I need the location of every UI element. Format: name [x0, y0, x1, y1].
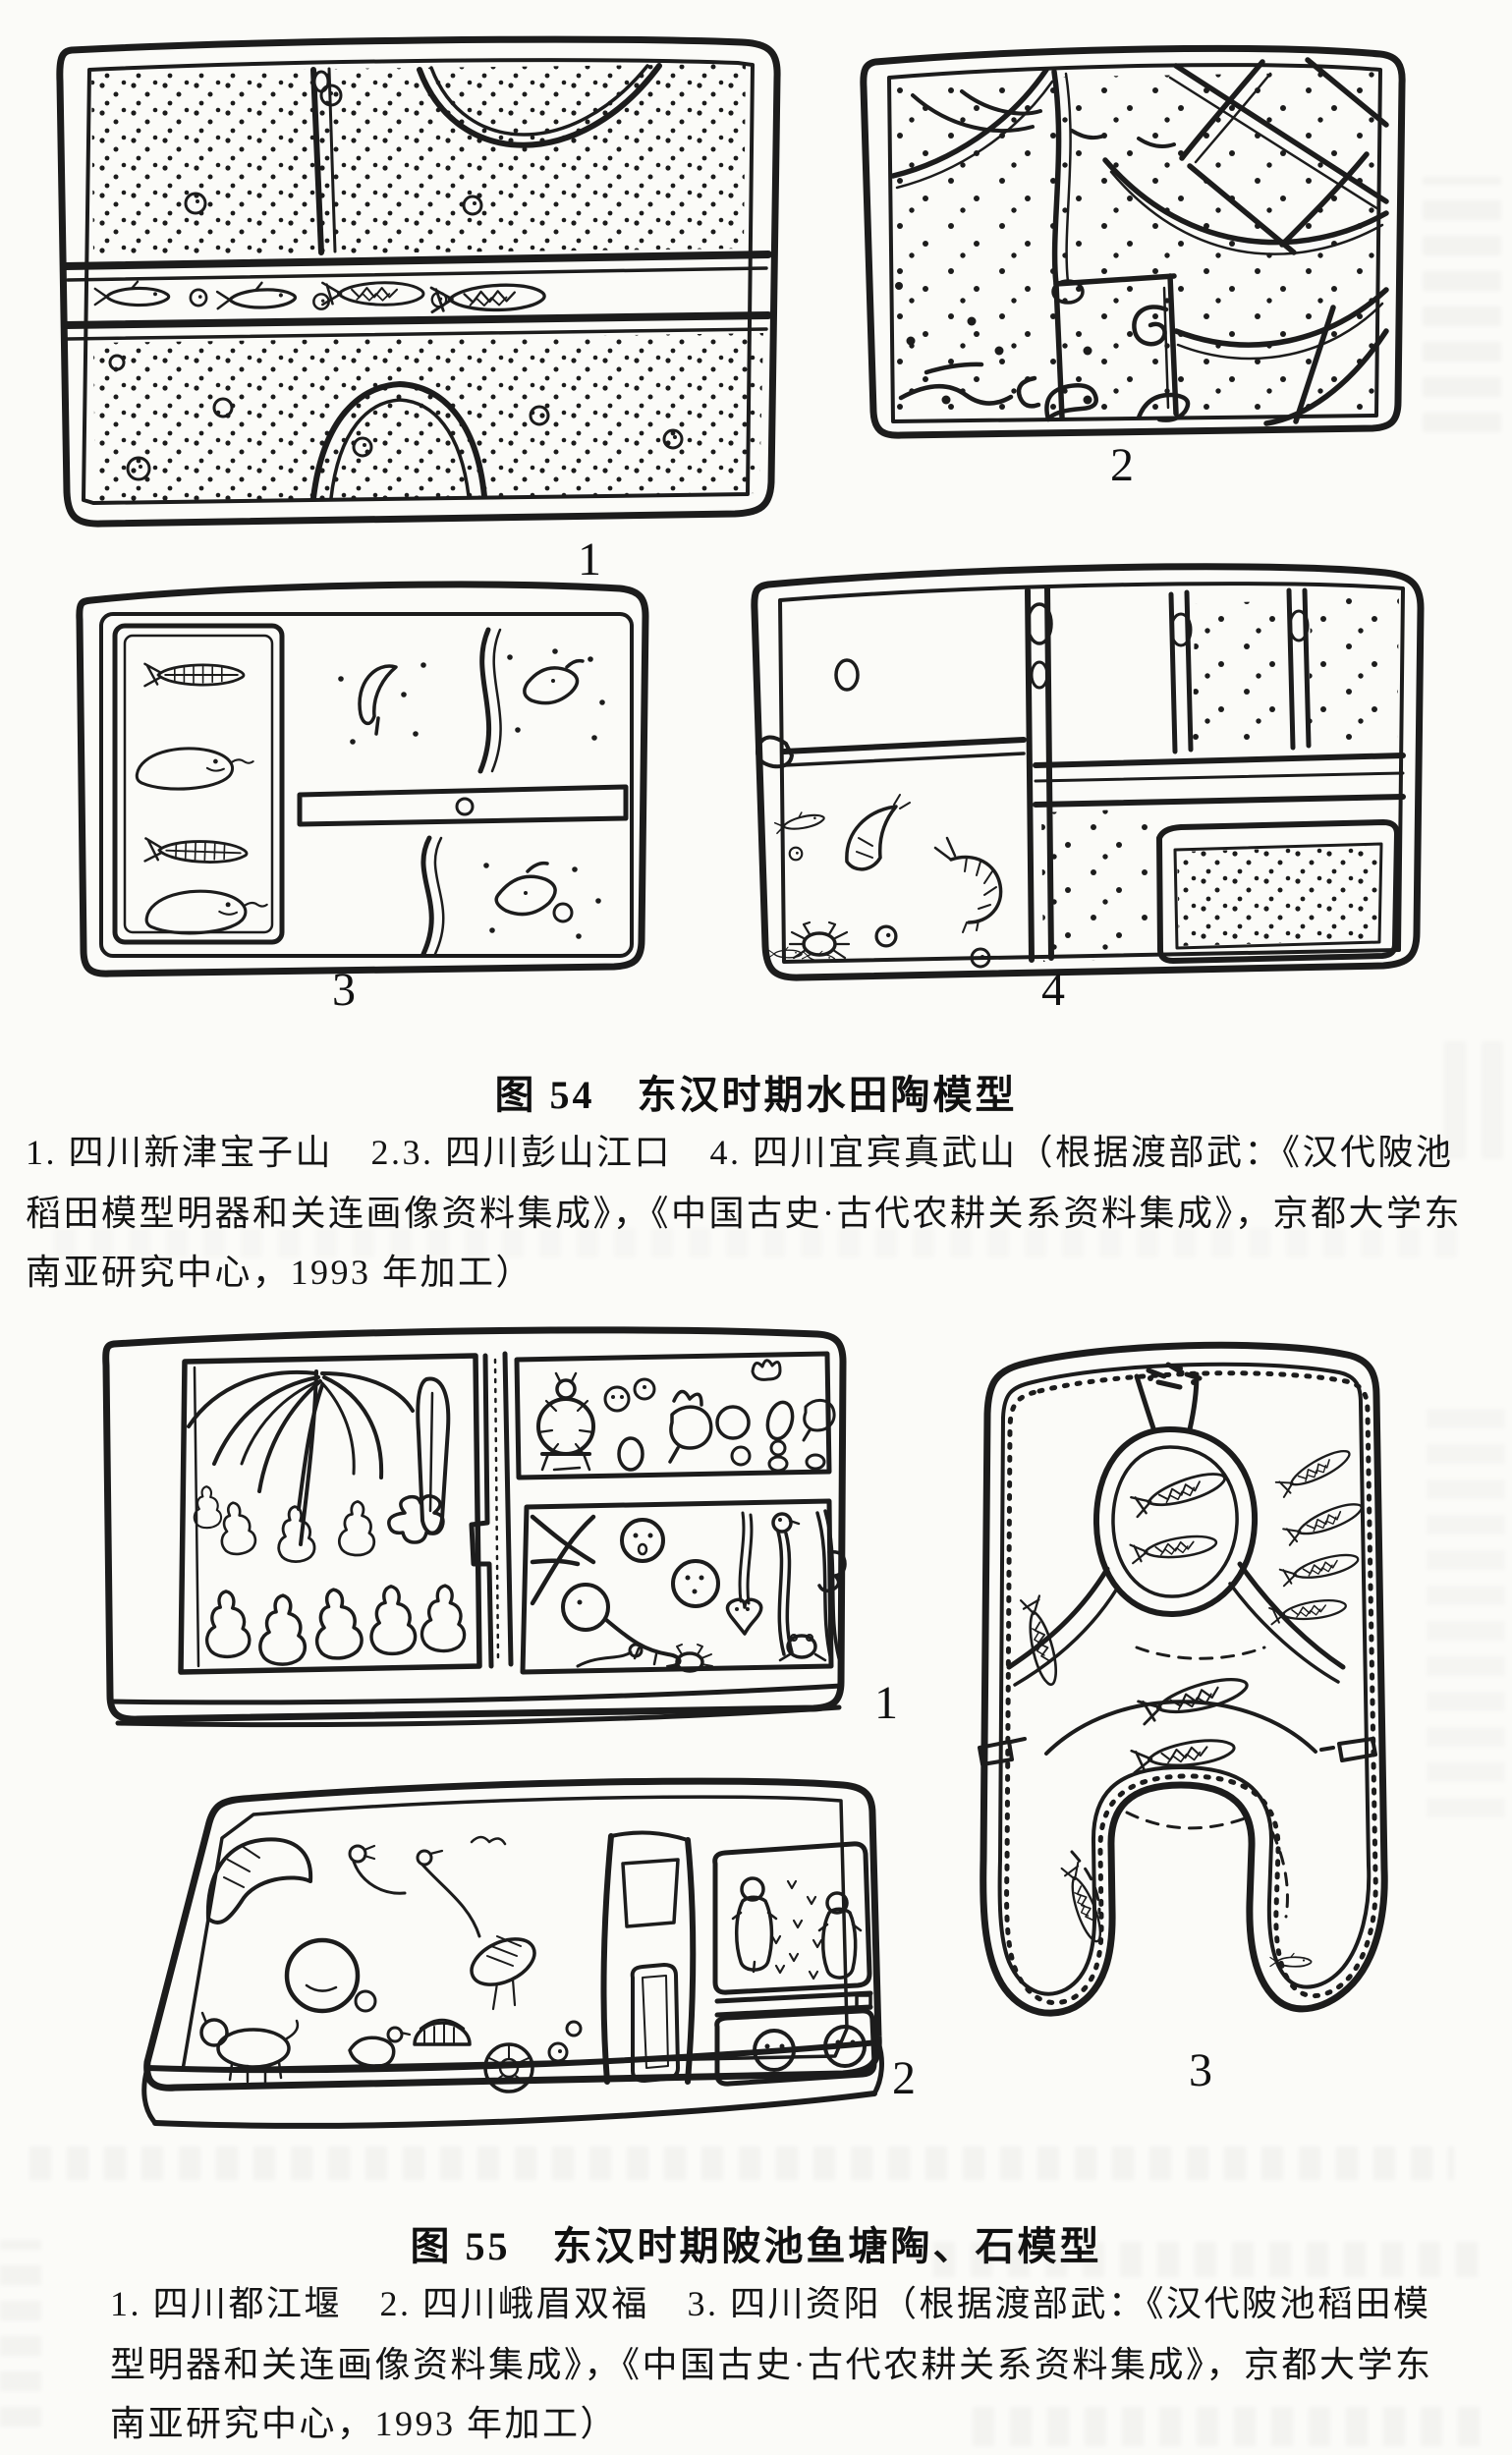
paddy-field-model-3-illustration: [76, 581, 649, 977]
fishpond-model-3-illustration: [978, 1341, 1388, 2017]
figure55-drawing-3: [948, 1321, 1410, 2078]
figure54-drawing-1: [34, 25, 786, 530]
figure55-source-line-2: 型明器和关连画像资料集成》，《中国古史·古代农耕关系资料集成》，京都大学东: [110, 2345, 1433, 2384]
fishpond-model-2-illustration: [141, 1777, 884, 2129]
bleed-through-smudge: [973, 2407, 1484, 2446]
figure54-drawing-2-number: 2: [1110, 439, 1134, 491]
figure54-drawing-4: [727, 545, 1439, 992]
figure55-source-line-1: 1. 四川都江堰 2. 四川峨眉双福 3. 四川资阳（根据渡部武：《汉代陂池稻田…: [110, 2284, 1431, 2323]
figure55-drawing-3-number: 3: [1189, 2044, 1212, 2096]
figure54-drawing-1-number: 1: [578, 533, 601, 586]
fishpond-model-1-illustration: [102, 1326, 847, 1728]
paddy-field-model-1-illustration: [56, 35, 781, 528]
bleed-through-smudge: [1423, 177, 1501, 432]
figure55-drawing-1: [88, 1316, 855, 1734]
paddy-field-model-4-illustration: [751, 563, 1425, 981]
figure54-source-line-2: 稻田模型明器和关连画像资料集成》，《中国古史·古代农耕关系资料集成》，京都大学东: [26, 1194, 1462, 1233]
figure54-caption: 图 54 东汉时期水田陶模型: [494, 1073, 1018, 1117]
figure54-drawing-3-number: 3: [332, 964, 356, 1016]
figure54-source-line-3: 南亚研究中心，1993 年加工）: [26, 1253, 534, 1292]
bleed-through-smudge: [1427, 1405, 1505, 1817]
figure55-drawing-1-number: 1: [874, 1677, 898, 1729]
figure55-drawing-2: [59, 1744, 909, 2156]
figure55-caption: 图 55 东汉时期陂池鱼塘陶、石模型: [410, 2224, 1102, 2268]
figure54-drawing-3: [64, 565, 653, 987]
figure54-drawing-2: [840, 34, 1415, 447]
figure55-drawing-2-number: 2: [892, 2052, 916, 2104]
paddy-field-model-2-illustration: [860, 44, 1406, 439]
figure54-source-line-1: 1. 四川新津宝子山 2.3. 四川彭山江口 4. 四川宜宾真武山（根据渡部武：…: [26, 1133, 1454, 1172]
figure54-drawing-4-number: 4: [1041, 964, 1065, 1016]
figure55-source-line-3: 南亚研究中心，1993 年加工）: [110, 2404, 619, 2443]
